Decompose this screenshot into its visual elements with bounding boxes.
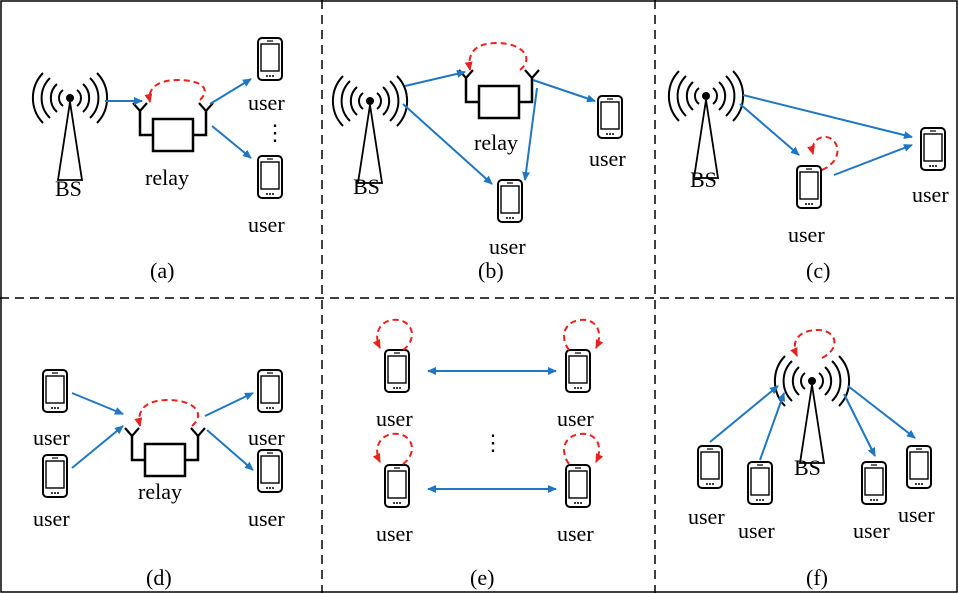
link-arrow xyxy=(209,78,252,105)
relay-icon xyxy=(457,68,541,120)
link-arrow xyxy=(739,103,800,156)
user-label: user xyxy=(738,518,775,543)
base-station-icon xyxy=(331,75,409,184)
panel-e: user user user user ⋮ (e) xyxy=(372,318,604,590)
phone-icon xyxy=(42,369,68,413)
user-label: user xyxy=(376,406,413,431)
phone-icon xyxy=(565,349,591,393)
caption-e: (e) xyxy=(470,565,494,590)
user-label: user xyxy=(688,504,725,529)
phone-icon xyxy=(42,454,68,498)
ellipsis: ⋮ xyxy=(264,120,286,145)
phone-icon xyxy=(384,464,410,508)
link-arrow xyxy=(522,87,538,181)
link-arrow xyxy=(843,393,876,457)
base-station-icon xyxy=(31,72,109,181)
user-label: user xyxy=(788,222,825,247)
relay-label: relay xyxy=(474,130,518,155)
self-interference-loop xyxy=(134,398,199,427)
caption-d: (d) xyxy=(146,565,172,590)
phone-icon xyxy=(257,155,283,199)
relay-label: relay xyxy=(138,479,182,504)
panel-a: BS relay user ⋮ user (a) xyxy=(31,37,286,283)
self-interference-loop xyxy=(790,328,836,359)
bs-label: BS xyxy=(690,167,717,192)
caption-f: (f) xyxy=(806,565,828,590)
panel-f: BS user user user user (f) xyxy=(688,328,935,590)
user-label: user xyxy=(33,425,70,450)
phone-icon xyxy=(920,127,946,171)
relay-icon xyxy=(131,101,215,153)
user-label: user xyxy=(489,234,526,259)
phone-icon xyxy=(257,449,283,493)
relay-icon xyxy=(123,426,207,478)
user-label: user xyxy=(248,90,285,115)
panel-b: BS relay user user (b) xyxy=(331,41,626,283)
phone-icon xyxy=(906,445,932,489)
link-arrow xyxy=(759,392,786,461)
link-arrow xyxy=(404,69,466,87)
phone-icon xyxy=(861,461,887,505)
link-arrow xyxy=(204,392,254,417)
user-label: user xyxy=(853,518,890,543)
user-label: user xyxy=(376,521,413,546)
link-arrow xyxy=(742,94,913,139)
bs-label: BS xyxy=(353,174,380,199)
link-arrow xyxy=(709,385,779,443)
caption-b: (b) xyxy=(478,258,504,283)
self-interference-loop xyxy=(807,136,839,171)
caption-c: (c) xyxy=(806,258,830,283)
phone-icon xyxy=(497,179,523,223)
self-interference-loop xyxy=(372,318,413,351)
self-interference-loop xyxy=(563,318,604,351)
base-station-icon xyxy=(667,70,745,179)
relay-label: relay xyxy=(145,165,189,190)
self-interference-loop xyxy=(464,41,528,71)
user-label: user xyxy=(248,425,285,450)
caption-a: (a) xyxy=(150,258,174,283)
phone-icon xyxy=(747,461,773,505)
panel-d: user user relay user user (d) xyxy=(33,369,285,590)
self-interference-loop xyxy=(563,432,604,465)
ellipsis: ⋮ xyxy=(482,430,504,455)
link-arrow xyxy=(402,103,493,185)
link-arrow xyxy=(532,79,596,103)
phone-icon xyxy=(565,464,591,508)
bs-label: BS xyxy=(794,455,821,480)
user-label: user xyxy=(912,182,949,207)
phone-icon xyxy=(257,37,283,81)
user-label: user xyxy=(898,502,935,527)
panel-c: BS user user (c) xyxy=(667,70,949,283)
user-label: user xyxy=(248,506,285,531)
user-label: user xyxy=(248,212,285,237)
link-arrow xyxy=(211,125,252,159)
user-label: user xyxy=(557,521,594,546)
user-label: user xyxy=(589,146,626,171)
phone-icon xyxy=(597,95,623,139)
bs-label: BS xyxy=(55,176,82,201)
link-arrow xyxy=(71,425,124,469)
link-arrow xyxy=(847,385,916,439)
phone-icon xyxy=(697,445,723,489)
link-arrow xyxy=(206,429,254,471)
link-arrow xyxy=(71,392,124,415)
user-label: user xyxy=(557,406,594,431)
phone-icon xyxy=(796,165,822,209)
self-interference-loop xyxy=(144,78,206,103)
phone-icon xyxy=(257,369,283,413)
phone-icon xyxy=(384,349,410,393)
self-interference-loop xyxy=(372,432,413,465)
base-station-icon xyxy=(773,355,851,464)
link-arrow xyxy=(833,144,913,176)
user-label: user xyxy=(33,506,70,531)
